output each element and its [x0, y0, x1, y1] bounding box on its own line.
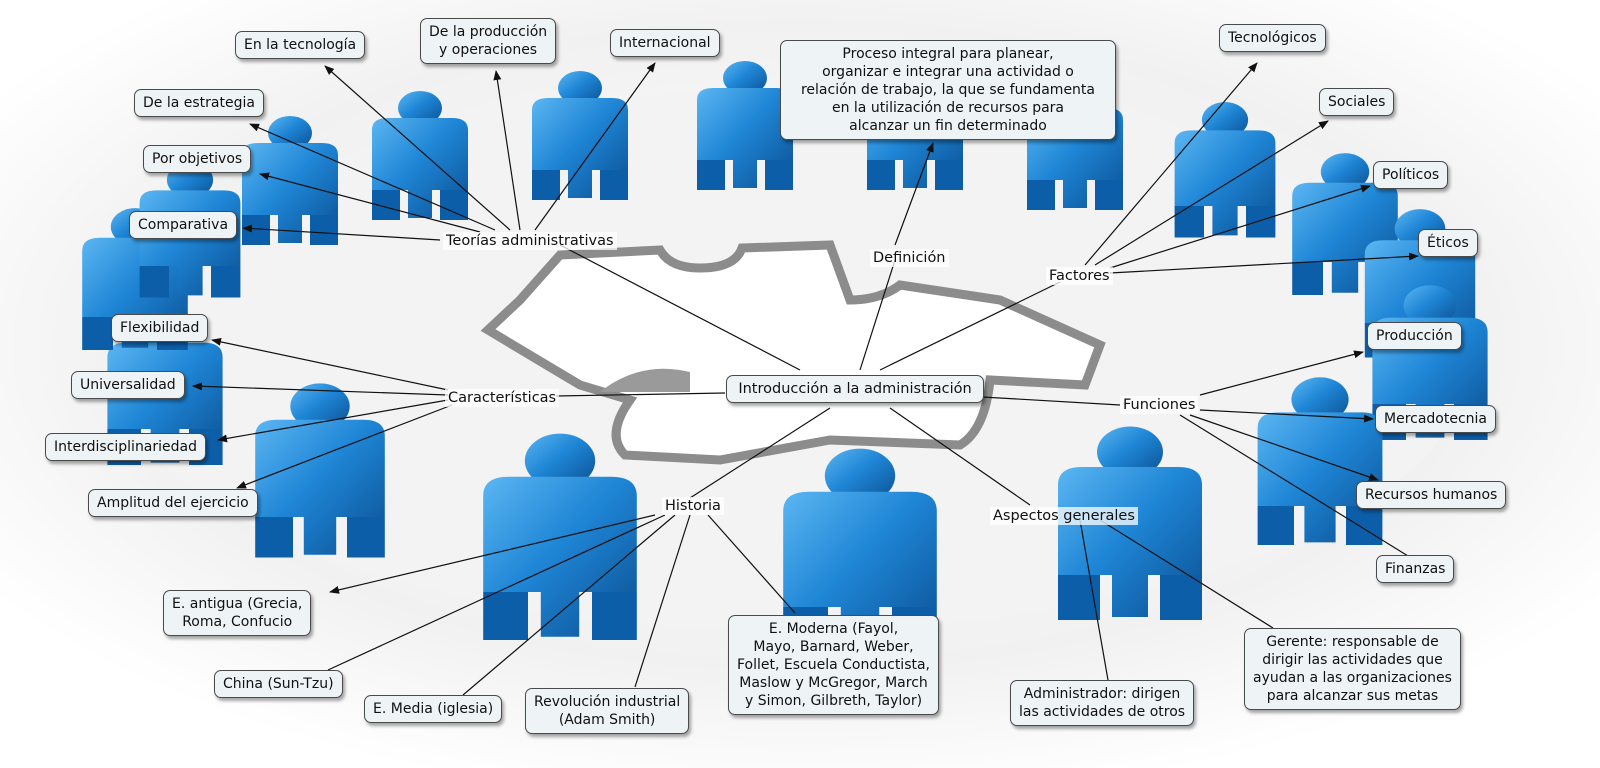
node-comparativa[interactable]: Comparativa: [129, 211, 238, 239]
node-universalidad[interactable]: Universalidad: [71, 371, 185, 399]
node-eticos[interactable]: Éticos: [1418, 229, 1478, 257]
hub-definicion[interactable]: Definición: [870, 249, 949, 267]
node-mercadotecnia[interactable]: Mercadotecnia: [1375, 405, 1497, 433]
node-recursos-humanos[interactable]: Recursos humanos: [1356, 481, 1507, 509]
node-en-la-tecnologia[interactable]: En la tecnología: [235, 31, 366, 59]
node-de-la-produccion[interactable]: De la producción y operaciones: [420, 18, 557, 64]
hub-aspectos-generales[interactable]: Aspectos generales: [990, 507, 1138, 525]
node-administrador[interactable]: Administrador: dirigen las actividades d…: [1010, 680, 1195, 726]
hub-caracteristicas[interactable]: Características: [445, 389, 560, 407]
node-revolucion-industrial[interactable]: Revolución industrial (Adam Smith): [525, 688, 690, 734]
node-amplitud-del-ejercicio[interactable]: Amplitud del ejercicio: [88, 489, 258, 517]
node-flexibilidad[interactable]: Flexibilidad: [111, 314, 209, 342]
node-por-objetivos[interactable]: Por objetivos: [143, 145, 252, 173]
node-finanzas[interactable]: Finanzas: [1376, 555, 1455, 583]
node-edad-media[interactable]: E. Media (iglesia): [364, 695, 503, 723]
hub-factores[interactable]: Factores: [1046, 267, 1113, 285]
node-interdisciplinariedad[interactable]: Interdisciplinariedad: [45, 433, 207, 461]
node-tecnologicos[interactable]: Tecnológicos: [1219, 24, 1326, 52]
node-edad-antigua[interactable]: E. antigua (Grecia, Roma, Confucio: [163, 590, 312, 636]
node-china[interactable]: China (Sun-Tzu): [214, 670, 343, 698]
node-politicos[interactable]: Políticos: [1373, 161, 1449, 189]
hub-historia[interactable]: Historia: [662, 497, 724, 515]
node-de-la-estrategia[interactable]: De la estrategia: [134, 89, 264, 117]
hub-funciones[interactable]: Funciones: [1120, 396, 1199, 414]
hub-teorias-administrativas[interactable]: Teorías administrativas: [443, 232, 617, 250]
node-internacional[interactable]: Internacional: [610, 29, 720, 57]
root-node[interactable]: Introducción a la administración: [726, 375, 984, 403]
node-edad-moderna[interactable]: E. Moderna (Fayol, Mayo, Barnard, Weber,…: [728, 615, 940, 715]
puzzle-cutout: [480, 240, 1106, 465]
node-produccion[interactable]: Producción: [1367, 322, 1462, 350]
node-sociales[interactable]: Sociales: [1319, 88, 1395, 116]
node-gerente[interactable]: Gerente: responsable de dirigir las acti…: [1244, 628, 1461, 710]
node-definicion-texto[interactable]: Proceso integral para planear, organizar…: [780, 40, 1116, 140]
